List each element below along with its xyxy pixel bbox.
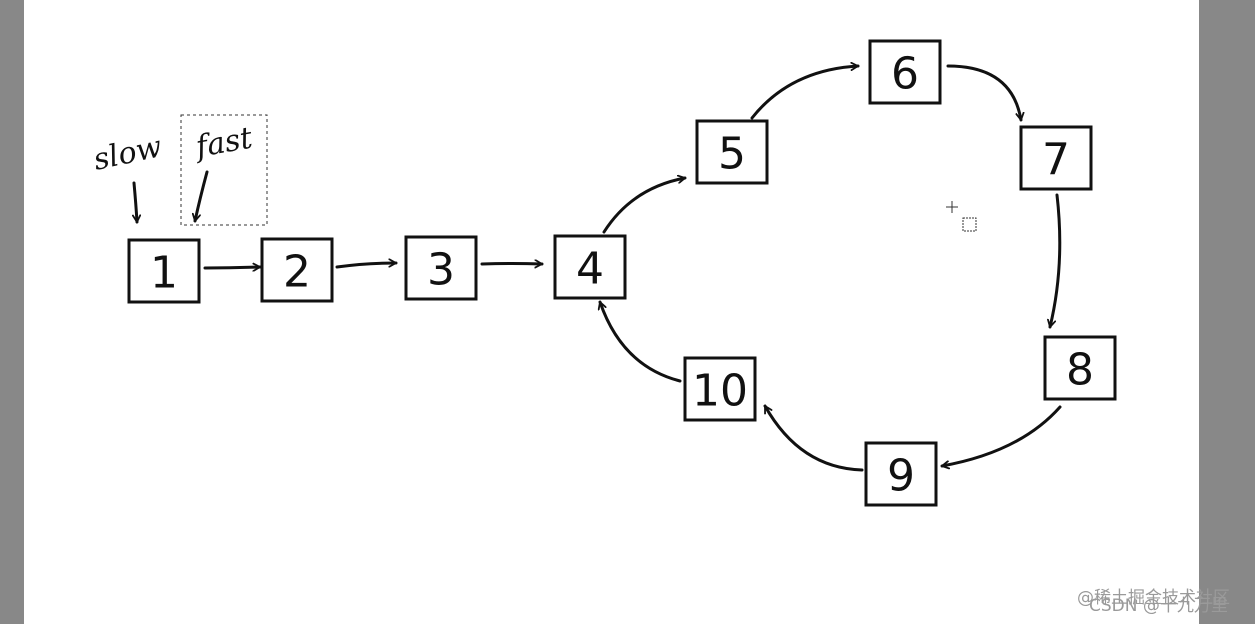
node-3: 3 [404,235,478,301]
node-4-box [553,234,627,300]
node-2: 2 [260,237,334,303]
node-1-label: 1 [150,248,178,299]
edge-10-to-4 [600,300,682,383]
node-5: 5 [695,119,769,185]
node-10-label: 10 [692,366,748,417]
crosshair-cursor-icon [946,201,977,232]
fast-selection-frame [180,114,268,226]
node-4: 4 [553,234,627,300]
edge-3-to-4 [480,264,544,265]
node-3-box [404,235,478,301]
node-1-box [127,238,201,304]
left-gray-bar [0,0,24,624]
node-1: 1 [127,238,201,304]
edge-6-to-7 [946,64,1021,122]
node-4-label: 4 [576,244,604,295]
node-7: 7 [1019,125,1093,191]
slow-arrow [134,181,137,224]
nodes-layer: 1 2 3 4 5 6 7 8 9 10 [127,39,1117,507]
edge-4-to-5 [602,178,687,234]
edge-7-to-8 [1050,193,1062,329]
node-10-box [683,356,757,422]
node-2-box [260,237,334,303]
node-9-box [864,441,938,507]
edge-9-to-10 [763,404,864,472]
node-6-box [868,39,942,105]
watermark-juejin: @稀土掘金技术社区 [1077,588,1230,608]
node-8-label: 8 [1066,345,1094,396]
node-3-label: 3 [427,245,455,296]
node-7-box [1019,125,1093,191]
node-9-label: 9 [887,451,915,502]
node-8: 8 [1043,335,1117,401]
node-9: 9 [864,441,938,507]
node-8-box [1043,335,1117,401]
edge-5-to-6 [750,66,860,120]
edge-1-to-2 [203,267,262,268]
edge-2-to-3 [335,263,398,269]
node-5-box [695,119,769,185]
node-6: 6 [868,39,942,105]
right-gray-bar [1199,0,1255,624]
edge-8-to-9 [940,405,1062,466]
node-6-label: 6 [891,49,919,100]
fast-arrow [195,170,209,223]
drawing-canvas [24,0,1199,624]
node-5-label: 5 [718,129,746,180]
node-10: 10 [683,356,757,422]
watermark-csdn: CSDN @十九万里 [1089,596,1228,616]
node-7-label: 7 [1042,135,1070,186]
edges-layer [203,64,1062,472]
node-2-label: 2 [283,247,311,298]
